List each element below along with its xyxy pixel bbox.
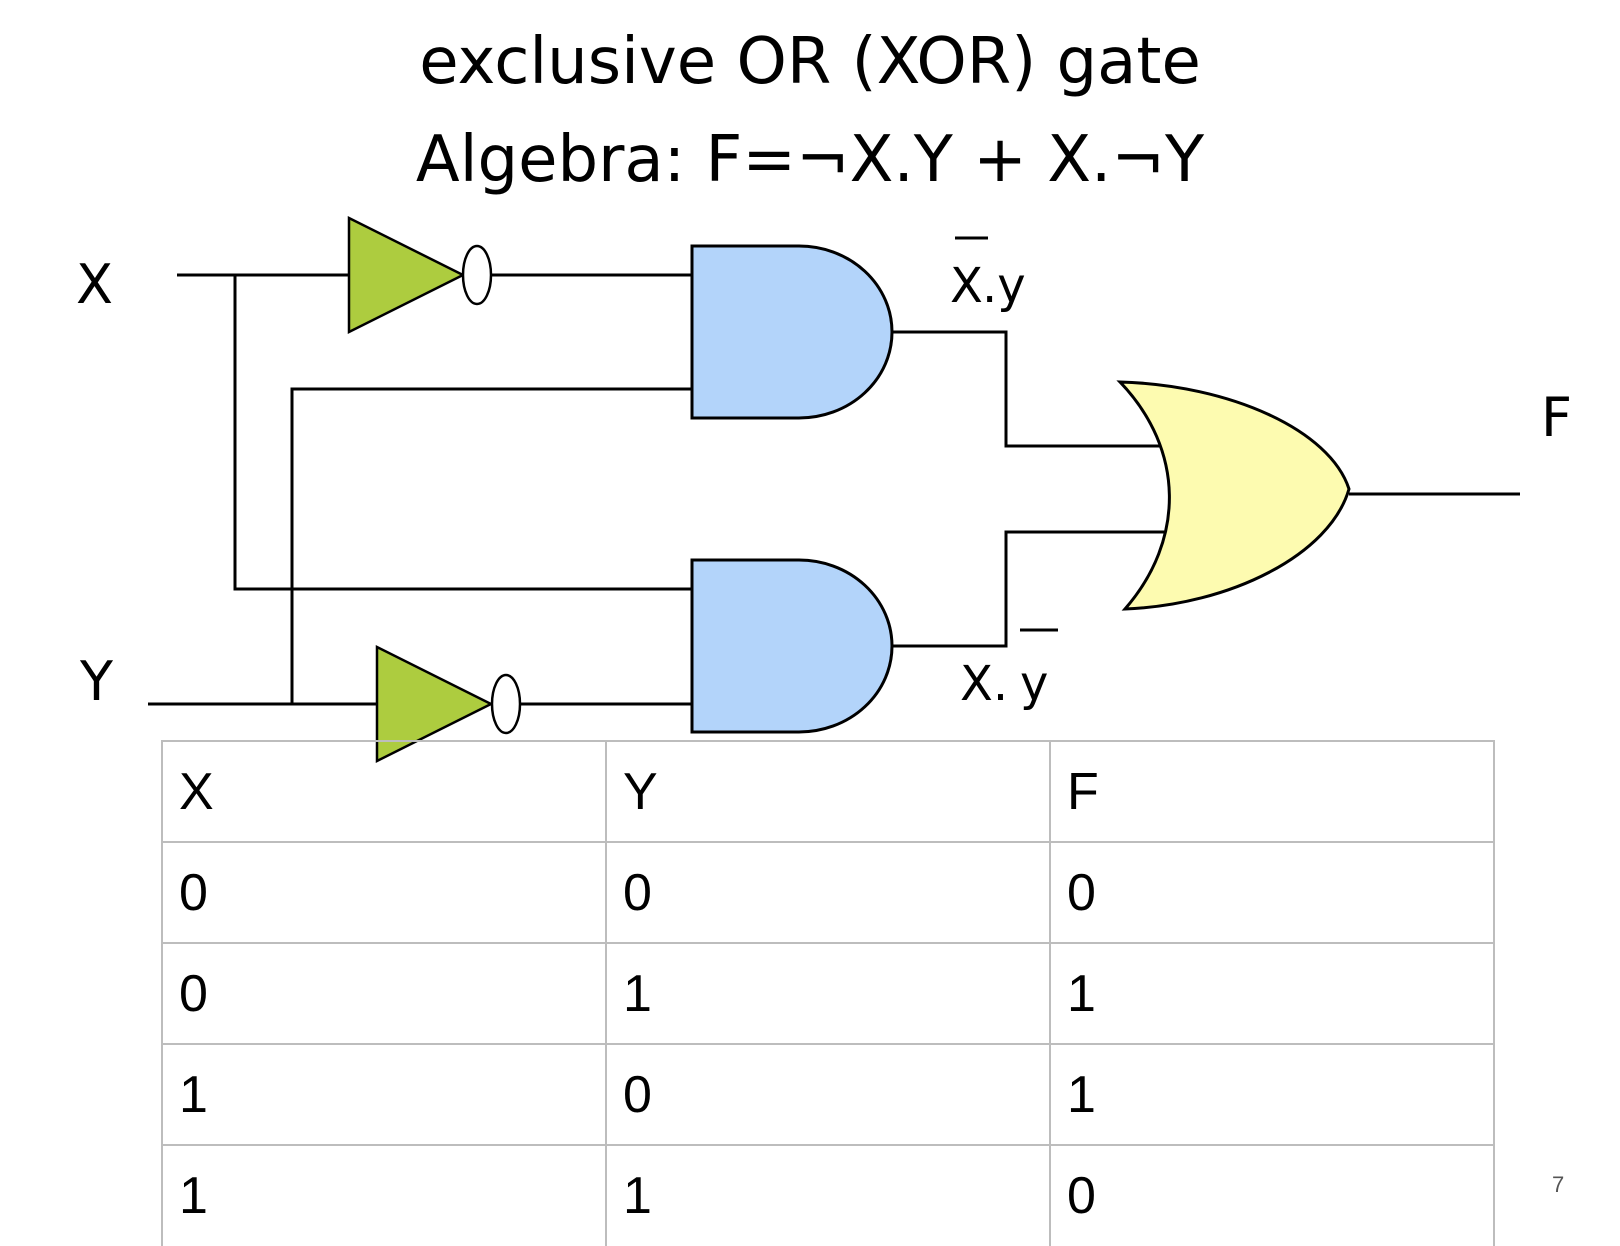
input-y-label: Y <box>79 650 114 713</box>
term-not-x: X <box>950 258 983 314</box>
table-row: 0 0 0 <box>161 841 1495 944</box>
algebra-expression: Algebra: F=¬X.Y + X.¬Y <box>415 123 1205 197</box>
table-header-row: X Y F <box>161 740 1495 843</box>
term-y: .y <box>982 258 1026 314</box>
table-row: 1 1 0 <box>161 1144 1495 1246</box>
page-number: 7 <box>1552 1172 1565 1197</box>
not-y-triangle <box>375 644 494 764</box>
input-x-label: X <box>76 253 113 316</box>
table-row: 0 1 1 <box>161 942 1495 1045</box>
wire-x-branch <box>233 275 692 591</box>
wire-and-bottom-to-or <box>892 530 1170 648</box>
table-cell: 0 <box>161 942 607 1045</box>
not-x-triangle <box>347 215 466 335</box>
and-top-term-label: X .y <box>950 236 1026 314</box>
slide-title: exclusive OR (XOR) gate <box>419 25 1201 99</box>
table-cell: 0 <box>605 1043 1051 1146</box>
term-not-y: y <box>1020 656 1048 712</box>
wires <box>148 273 1520 706</box>
or-gate <box>1116 380 1351 611</box>
and-bottom-term-label: X. y <box>960 628 1058 712</box>
table-cell: 1 <box>1049 942 1495 1045</box>
table-cell: 0 <box>1049 841 1495 944</box>
table-cell: 0 <box>1049 1144 1495 1246</box>
term-x: X. <box>960 656 1008 712</box>
table-cell: 1 <box>605 942 1051 1045</box>
and-gate-bottom <box>690 558 894 734</box>
truth-table: X Y F 0 0 0 0 1 1 1 0 1 1 1 0 <box>161 740 1495 1246</box>
not-x-bubble <box>461 244 493 306</box>
table-row: 1 0 1 <box>161 1043 1495 1146</box>
table-cell: 1 <box>1049 1043 1495 1146</box>
and-gate-top <box>690 244 894 420</box>
table-cell: 0 <box>605 841 1051 944</box>
table-cell: 0 <box>161 841 607 944</box>
table-cell: 1 <box>605 1144 1051 1246</box>
not-gate-x <box>347 215 493 335</box>
not-gate-y <box>375 644 522 764</box>
header-cell: Y <box>605 740 1051 843</box>
wire-y-branch <box>290 387 692 704</box>
header-cell: F <box>1049 740 1495 843</box>
wire-and-top-to-or <box>892 330 1170 448</box>
header-cell: X <box>161 740 607 843</box>
table-cell: 1 <box>161 1043 607 1146</box>
output-f-label: F <box>1541 386 1572 449</box>
not-y-bubble <box>490 673 522 735</box>
table-cell: 1 <box>161 1144 607 1246</box>
